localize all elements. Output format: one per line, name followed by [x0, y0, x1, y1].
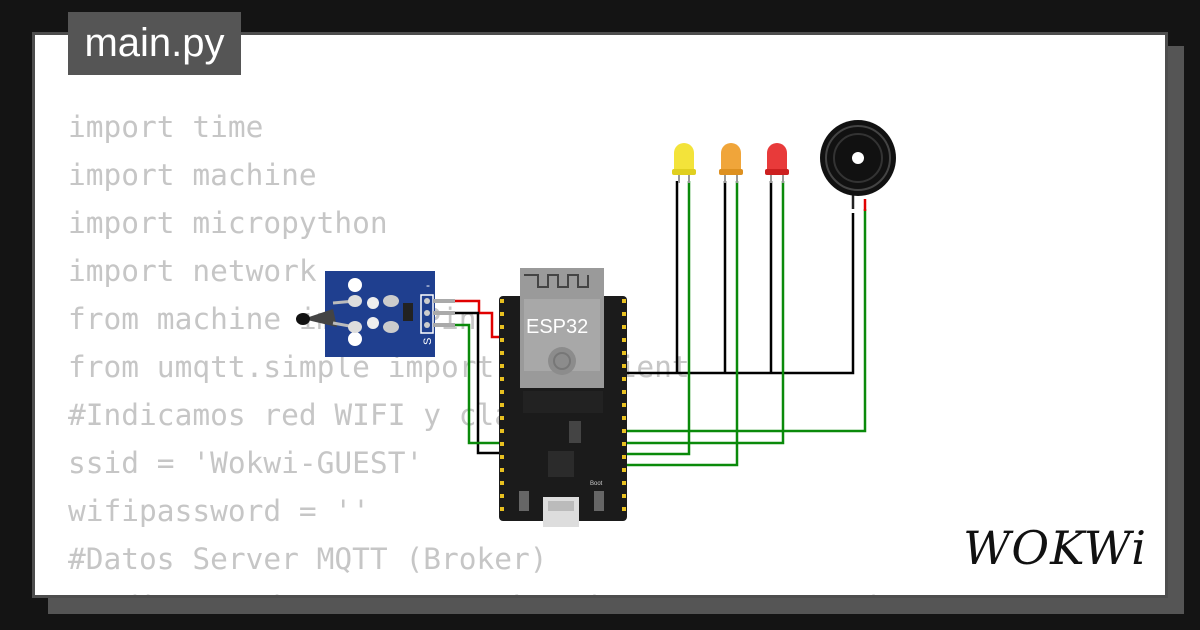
buzzer[interactable]: [820, 120, 896, 209]
code-line: #Datos Server MQTT (Broker): [68, 542, 548, 576]
led-red[interactable]: [765, 143, 789, 183]
code-line: import micropython: [68, 206, 388, 240]
code-line: wifipassword = '': [68, 494, 370, 528]
file-tab[interactable]: main.py: [68, 12, 241, 75]
sensor-signal-label: S: [422, 338, 434, 345]
code-line: import network: [68, 254, 317, 288]
circuit-diagram: S - ESP32 Boot: [296, 120, 896, 527]
led-orange[interactable]: [719, 143, 743, 183]
led-yellow[interactable]: [672, 143, 696, 183]
code-line: ssid = 'Wokwi-GUEST': [68, 446, 424, 480]
wokwi-logo[interactable]: WOKWi: [963, 521, 1147, 575]
esp32-board[interactable]: ESP32 Boot: [499, 268, 627, 527]
code-line: #Indicamos datos MQTT Broker (server y p…: [68, 583, 885, 595]
board-pins: [500, 299, 626, 511]
code-preview: import time import machine import micropyt…: [68, 103, 885, 595]
sensor-minus-label: -: [426, 278, 430, 292]
temperature-sensor-module[interactable]: S -: [296, 271, 455, 357]
project-preview-card[interactable]: import time import machine import micropyt…: [32, 32, 1168, 598]
code-line: import machine: [68, 158, 317, 192]
boot-label: Boot: [590, 481, 603, 487]
output-wires: [619, 181, 867, 468]
code-line: import time: [68, 110, 264, 144]
esp32-label: ESP32: [526, 316, 588, 338]
